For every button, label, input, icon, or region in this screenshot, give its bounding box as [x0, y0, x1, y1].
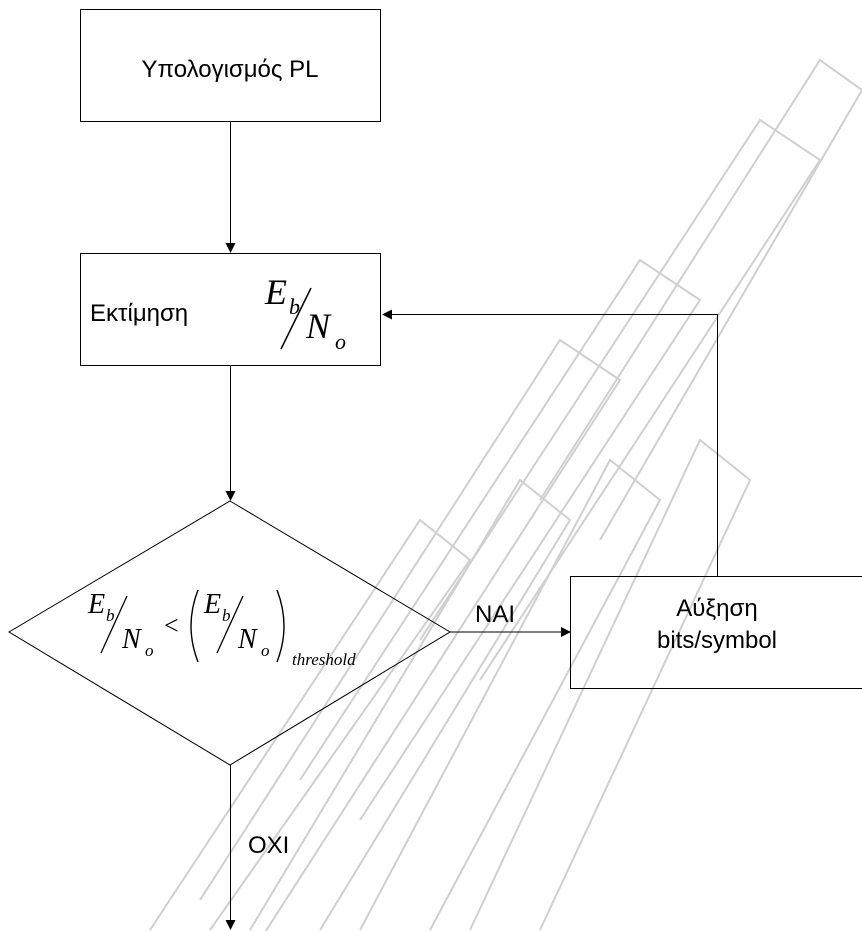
decision-rhs-den-sub: o	[261, 641, 270, 660]
no-label: OXI	[248, 832, 289, 859]
estimate-formula-slash	[280, 287, 312, 350]
decision-right-paren	[276, 589, 285, 663]
decision-rhs-num-sub: b	[222, 606, 231, 625]
estimate-formula-num-sub: b	[289, 294, 300, 319]
estimate-formula-den: N	[305, 306, 332, 346]
decision-left-paren	[190, 589, 199, 663]
decision-lhs-num: E	[87, 589, 105, 620]
yes-label: NAI	[475, 601, 515, 628]
decision-operator: <	[164, 611, 179, 640]
estimate-formula-num: E	[264, 272, 287, 312]
decision-formula: E b N o < E b N o threshold	[87, 589, 356, 669]
decision-lhs-den: N	[121, 624, 142, 655]
decision-lhs-num-sub: b	[106, 606, 115, 625]
estimate-label: Εκτίμηση	[90, 300, 188, 327]
decision-diamond	[8, 500, 451, 766]
estimate-box	[80, 253, 381, 366]
estimate-formula-den-sub: o	[335, 329, 346, 354]
decision-rhs-subscript: threshold	[292, 650, 356, 669]
increase-box	[570, 576, 862, 689]
decision-rhs-slash	[216, 595, 244, 654]
watermark	[149, 58, 862, 931]
decision-rhs-den: N	[237, 624, 258, 655]
increase-label-line2: bits/symbol	[657, 627, 777, 654]
decision-lhs-slash	[100, 595, 128, 654]
increase-label-line1: Αύξηση	[676, 595, 757, 622]
decision-rhs-num: E	[203, 589, 221, 620]
calc-pl-label: Υπολογισμός PL	[141, 56, 318, 83]
estimate-formula: E b N o	[264, 272, 346, 354]
decision-lhs-den-sub: o	[145, 641, 154, 660]
arrow-feedback	[382, 309, 718, 576]
